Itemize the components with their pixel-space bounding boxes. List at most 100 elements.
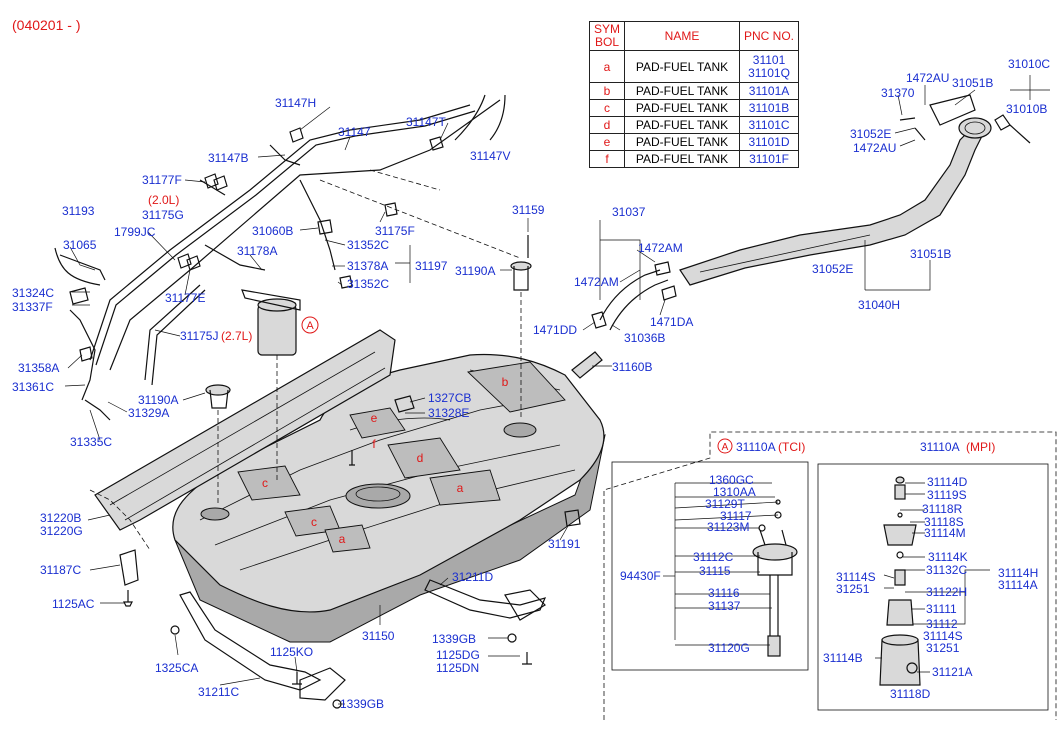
mpi-pump-assembly[interactable]: 31110A (MPI) 31114D 31119S 31118R 31118S… bbox=[817, 440, 1049, 711]
label-31116[interactable]: 31116 bbox=[708, 586, 740, 600]
label-31010B[interactable]: 31010B bbox=[1006, 102, 1047, 116]
label-1472AU-a[interactable]: 1472AU bbox=[906, 71, 949, 85]
row-pnc[interactable]: 31101D bbox=[739, 133, 800, 151]
label-31335C[interactable]: 31335C bbox=[70, 435, 112, 449]
label-31122H[interactable]: 31122H bbox=[926, 585, 967, 599]
bracket-31187C[interactable] bbox=[119, 549, 139, 586]
label-31120G[interactable]: 31120G bbox=[708, 641, 750, 655]
label-1125DG[interactable]: 1125DG bbox=[436, 648, 480, 662]
label-31114S-b[interactable]: 31114S bbox=[923, 629, 963, 643]
label-1339GB-a[interactable]: 1339GB bbox=[432, 632, 476, 646]
tank-protector-31220B[interactable] bbox=[89, 329, 396, 551]
label-31052E-a[interactable]: 31052E bbox=[812, 262, 853, 276]
label-31114S-a[interactable]: 31114S bbox=[836, 570, 876, 584]
fuel-tank-31150[interactable] bbox=[172, 353, 606, 643]
label-31114M[interactable]: 31114M bbox=[924, 526, 966, 540]
label-31175G[interactable]: 31175G bbox=[142, 208, 184, 222]
label-31177F[interactable]: 31177F bbox=[142, 173, 182, 187]
fuel-sender-31190A-right[interactable] bbox=[510, 235, 532, 420]
label-31115[interactable]: 31115 bbox=[699, 564, 731, 578]
pad-a-2[interactable] bbox=[324, 524, 371, 553]
label-31220B[interactable]: 31220B bbox=[40, 511, 81, 525]
label-31251-b[interactable]: 31251 bbox=[926, 641, 960, 655]
fuel-lines[interactable] bbox=[54, 94, 521, 421]
label-31118R[interactable]: 31118R bbox=[922, 502, 963, 516]
label-31378A[interactable]: 31378A bbox=[347, 259, 388, 273]
label-31010C[interactable]: 31010C bbox=[1008, 57, 1050, 71]
label-1471DD[interactable]: 1471DD bbox=[533, 323, 577, 337]
nut-1339GB[interactable] bbox=[507, 633, 517, 643]
label-31159[interactable]: 31159 bbox=[512, 203, 545, 217]
label-31175F[interactable]: 31175F bbox=[375, 224, 415, 238]
label-31187C[interactable]: 31187C bbox=[40, 563, 81, 577]
label-31324C[interactable]: 31324C bbox=[12, 286, 54, 300]
label-31114B[interactable]: 31114B bbox=[823, 651, 863, 665]
bolt-1125DG[interactable] bbox=[522, 652, 532, 665]
label-31114D[interactable]: 31114D bbox=[927, 475, 968, 489]
label-31220G[interactable]: 31220G bbox=[40, 524, 83, 538]
label-31197[interactable]: 31197 bbox=[415, 259, 448, 273]
label-31147V[interactable]: 31147V bbox=[470, 149, 510, 163]
nut-1325CA[interactable] bbox=[170, 625, 180, 635]
label-31178A[interactable]: 31178A bbox=[237, 244, 277, 258]
tci-pump-assembly[interactable]: A 31110A (TCI) 1360GC 1310AA 31129T 3111… bbox=[611, 438, 809, 671]
label-31129T[interactable]: 31129T bbox=[705, 497, 745, 511]
pad-b[interactable] bbox=[467, 361, 566, 413]
label-31190A-b[interactable]: 31190A bbox=[455, 264, 495, 278]
mpi-title[interactable]: 31110A bbox=[920, 440, 960, 454]
label-31147[interactable]: 31147 bbox=[338, 125, 371, 139]
pad-a-1[interactable] bbox=[429, 469, 501, 506]
label-31060B[interactable]: 31060B bbox=[252, 224, 293, 238]
tank-straps[interactable] bbox=[179, 579, 547, 701]
row-pnc[interactable]: 31101A bbox=[739, 82, 800, 100]
pad-31191[interactable] bbox=[564, 509, 581, 527]
label-31328E[interactable]: 31328E bbox=[428, 406, 469, 420]
label-1471DA[interactable]: 1471DA bbox=[650, 315, 693, 329]
row-pnc[interactable]: 31101 31101Q bbox=[739, 50, 800, 83]
label-31121A[interactable]: 31121A bbox=[932, 665, 972, 679]
label-31119S[interactable]: 31119S bbox=[927, 488, 967, 502]
label-31117[interactable]: 31117 bbox=[720, 509, 752, 523]
label-1327CB[interactable]: 1327CB bbox=[428, 391, 471, 405]
label-31147T[interactable]: 31147T bbox=[406, 115, 446, 129]
bolt-tank[interactable] bbox=[349, 450, 355, 466]
label-31065[interactable]: 31065 bbox=[63, 238, 97, 252]
row-pnc[interactable]: 31101F bbox=[739, 150, 800, 168]
label-31190A-a[interactable]: 31190A bbox=[138, 393, 178, 407]
label-31251-a[interactable]: 31251 bbox=[836, 582, 870, 596]
label-31147B[interactable]: 31147B bbox=[208, 151, 248, 165]
label-31112[interactable]: 31112 bbox=[926, 617, 958, 631]
label-31036B[interactable]: 31036B bbox=[624, 331, 665, 345]
label-1799JC[interactable]: 1799JC bbox=[114, 225, 156, 239]
label-1339GB-b[interactable]: 1339GB bbox=[340, 697, 384, 711]
label-31160B[interactable]: 31160B bbox=[612, 360, 652, 374]
label-31211C[interactable]: 31211C bbox=[198, 685, 239, 699]
label-31329A[interactable]: 31329A bbox=[128, 406, 169, 420]
bolt-1125KO[interactable] bbox=[292, 672, 302, 685]
pad-e[interactable] bbox=[349, 407, 406, 439]
label-31352C-a[interactable]: 31352C bbox=[347, 238, 389, 252]
label-31337F[interactable]: 31337F bbox=[12, 300, 53, 314]
label-31150[interactable]: 31150 bbox=[362, 629, 395, 643]
fuel-sender-31190A-left[interactable] bbox=[205, 384, 231, 505]
label-31358A[interactable]: 31358A bbox=[18, 361, 59, 375]
pad-d[interactable] bbox=[387, 437, 461, 479]
label-31040H[interactable]: 31040H bbox=[858, 298, 900, 312]
label-31137[interactable]: 31137 bbox=[708, 599, 741, 613]
label-31361C[interactable]: 31361C bbox=[12, 380, 54, 394]
label-31051B-a[interactable]: 31051B bbox=[910, 247, 951, 261]
label-31193[interactable]: 31193 bbox=[62, 204, 95, 218]
label-1472AM-b[interactable]: 1472AM bbox=[574, 275, 619, 289]
label-31118S[interactable]: 31118S bbox=[924, 515, 964, 529]
label-1125DN[interactable]: 1125DN bbox=[436, 661, 479, 675]
label-1360GC[interactable]: 1360GC bbox=[709, 473, 754, 487]
filler-neck-assembly[interactable] bbox=[571, 94, 1031, 379]
label-1325CA[interactable]: 1325CA bbox=[155, 661, 198, 675]
label-31037[interactable]: 31037 bbox=[612, 205, 646, 219]
bolt-1125AC[interactable] bbox=[123, 590, 133, 607]
pad-c-1[interactable] bbox=[237, 465, 301, 501]
label-31118D[interactable]: 31118D bbox=[890, 687, 931, 701]
label-1125KO[interactable]: 1125KO bbox=[270, 645, 313, 659]
row-pnc[interactable]: 31101C bbox=[739, 116, 800, 134]
label-31177E[interactable]: 31177E bbox=[165, 291, 205, 305]
